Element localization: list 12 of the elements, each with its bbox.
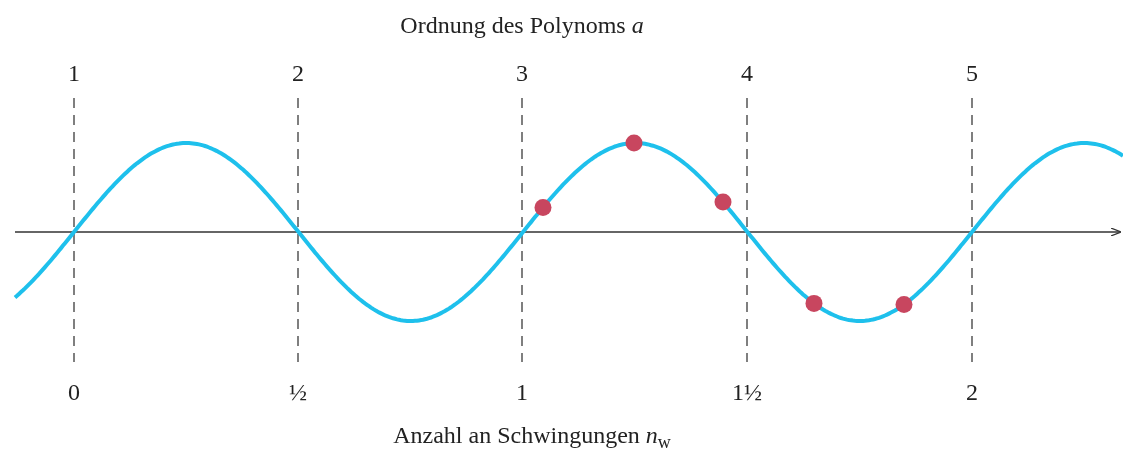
tick-label: ½ xyxy=(288,378,308,407)
tick-label: 1½ xyxy=(731,378,763,407)
tick-label: 2 xyxy=(291,59,305,88)
tick-label: 3 xyxy=(515,59,529,88)
tick-label: 0 xyxy=(67,378,81,407)
tick-label: 1 xyxy=(515,378,529,407)
tick-label: 1 xyxy=(67,59,81,88)
tick-label: 5 xyxy=(965,59,979,88)
axis-title: Ordnung des Polynoms a xyxy=(399,11,645,40)
tick-label: 2 xyxy=(965,378,979,407)
axis-caption: Anzahl an Schwingungen n$_{w}$ xyxy=(392,421,672,450)
tick-label: 4 xyxy=(740,59,754,88)
